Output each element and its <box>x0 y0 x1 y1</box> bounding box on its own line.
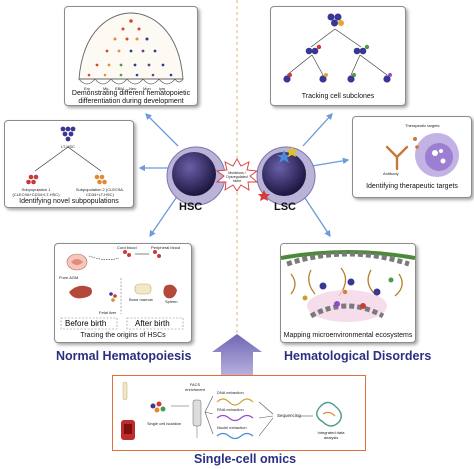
facs-label: FACS enrichment <box>185 382 205 392</box>
sequencing-label: Sequencing <box>277 413 301 418</box>
differentiation-tree-illustration <box>78 12 184 85</box>
single-cell-isolation-label: Single cell isolation <box>147 421 182 426</box>
single-cell-workflow-panel: FACS enrichment Single cell isolation DN… <box>112 375 366 451</box>
arrow-to-targets <box>311 157 350 167</box>
subpopulations-panel: LT-HSC Subpopulation 1 (CLEC9A+CD34+LT-H… <box>4 120 134 208</box>
lineage-ebm: EBM <box>115 86 124 91</box>
subclones-caption: Tracking cell subclones <box>301 93 375 100</box>
lsc-label: LSC <box>274 201 296 213</box>
single-cell-omics-title: Single-cell omics <box>194 452 297 466</box>
cord-blood-label: Cord blood <box>117 245 137 250</box>
arrow-to-subclones <box>302 113 333 147</box>
therapeutic-targets-caption: Identifying therapeutic targets <box>366 183 458 190</box>
from-agm-label: From AGM <box>59 275 79 280</box>
lsc-cell <box>256 146 316 206</box>
workflow-illustration <box>121 381 342 440</box>
differentiation-caption: Demonstrating different hematopoietic di… <box>71 90 191 105</box>
origins-illustration <box>60 250 184 330</box>
subpopulation-1-label: Subpopulation 1 (CLEC9A+CD34+LT-HSC) <box>12 187 60 197</box>
microenvironment-illustration <box>281 244 415 332</box>
before-birth-label: Before birth <box>65 319 107 328</box>
after-birth-label: After birth <box>135 319 170 328</box>
differentiation-panel: Ery Mk EBM Neu Mon lym Demonstrating dif… <box>64 6 198 106</box>
integrated-analysis-label: Integrated data analysis <box>317 430 345 440</box>
subpopulation-cells-illustration <box>26 126 107 185</box>
subpopulations-caption: Identifying novel subpopulations <box>19 198 119 205</box>
ecosystems-panel: Mapping microenvironmental ecosystems <box>280 243 416 343</box>
peripheral-blood-label: Peripheral blood <box>151 245 181 250</box>
rna-extraction-label: RNA extraction <box>217 407 244 412</box>
fetal-liver-label: Fetal liver <box>99 310 117 315</box>
spleen-label: Spleen <box>165 299 178 304</box>
hematological-disorders-title: Hematological Disorders <box>284 349 432 363</box>
antibody-cell-illustration <box>385 133 459 177</box>
origins-caption: Tracing the origins of HSCs <box>80 332 166 339</box>
nuclei-extraction-label: Nuclei extraction <box>217 425 247 430</box>
lineage-mk: Mk <box>103 86 109 91</box>
subpopulation-2-label: Subpopulation 2 (CLEC9A-CD34+LT-HSC) <box>75 187 125 197</box>
mutation-starburst-icon <box>215 158 259 192</box>
lineage-neu: Neu <box>129 86 137 91</box>
hsc-label: HSC <box>179 201 203 213</box>
arrow-to-origins <box>149 194 179 238</box>
mutation-label: Mutations / Dysregulated niche <box>226 171 248 183</box>
subclone-tree-illustration <box>283 13 392 83</box>
lineage-lym: lym <box>159 86 166 91</box>
lt-hsc-label: LT-HSC <box>61 144 75 149</box>
bone-marrow-label: Bone marrow <box>129 297 153 302</box>
normal-hematopoiesis-title: Normal Hematopoiesis <box>56 349 192 363</box>
lineage-ery: Ery <box>84 86 90 91</box>
therapeutic-targets-panel: Therapeutic targets Antibody Identifying… <box>352 116 472 198</box>
therapeutic-targets-label: Therapeutic targets <box>405 123 440 128</box>
big-up-arrow <box>212 334 262 376</box>
arrow-to-differentiation <box>145 113 179 147</box>
origins-panel: From AGM Cord blood Peripheral blood Fet… <box>54 243 192 343</box>
subclones-panel: Tracking cell subclones <box>270 6 406 106</box>
ecosystems-caption: Mapping microenvironmental ecosystems <box>281 332 415 340</box>
antibody-label: Antibody <box>383 171 399 176</box>
lineage-mon: Mon <box>143 86 151 91</box>
arrow-to-ecosystems <box>302 194 331 238</box>
dna-extraction-label: DNA extraction <box>217 390 244 395</box>
